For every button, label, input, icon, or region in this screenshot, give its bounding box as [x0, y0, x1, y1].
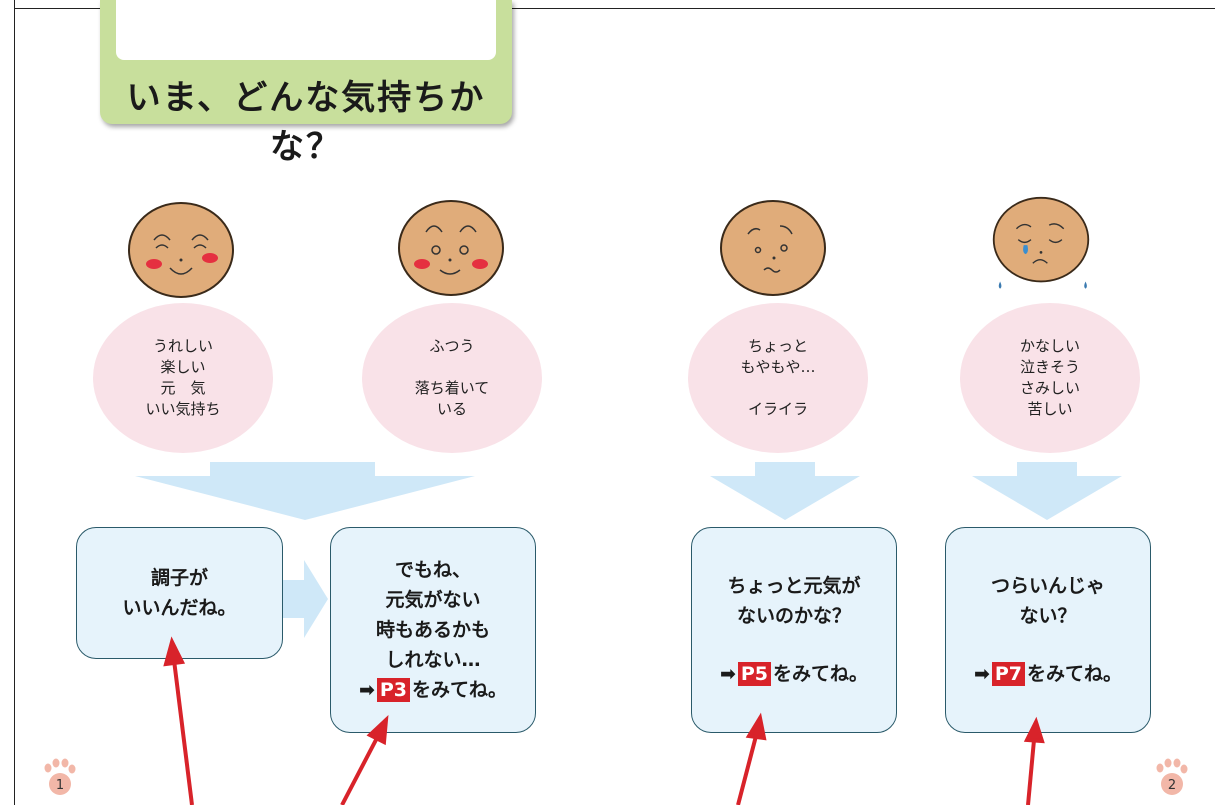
page-reference-text: をみてね。 — [412, 679, 508, 701]
down-arrow-wide — [135, 462, 475, 520]
box-text: つらいんじゃ ない？ — [990, 575, 1105, 627]
feeling-bubble-normal: ふつう 落ち着いて いる — [362, 303, 542, 453]
sad-face-icon — [992, 196, 1090, 289]
page-number: 2 — [1168, 778, 1176, 793]
box-text: 調子が いいんだね。 — [122, 567, 237, 619]
page-border-top — [14, 8, 1215, 9]
pointer-arrow — [172, 659, 194, 805]
message-box-good: 調子が いいんだね。 — [76, 527, 283, 659]
arrowhead-icon — [1023, 716, 1045, 744]
page-reference-text: をみてね。 — [773, 663, 869, 685]
down-arrow — [972, 462, 1122, 520]
right-arrow — [282, 560, 328, 638]
box-text: ちょっと元気が ないのかな？ — [727, 575, 861, 627]
bubble-text: かなしい 泣きそう さみしい 苦しい — [1019, 337, 1080, 418]
arrowhead-icon — [163, 636, 186, 667]
bubble-text: うれしい 楽しい 元 気 いい気持ち — [145, 337, 221, 418]
page-badge: P5 — [737, 662, 772, 686]
arrow-symbol: ➡ — [719, 663, 736, 685]
feeling-bubble-happy: うれしい 楽しい 元 気 いい気持ち — [93, 303, 273, 453]
page-border-left — [14, 0, 15, 805]
pointer-arrow — [1026, 739, 1036, 805]
happy-face-icon — [128, 202, 234, 298]
page-badge: P7 — [991, 662, 1026, 686]
page-title: いま、どんな気持ちかな？ — [126, 78, 486, 167]
down-arrow — [710, 462, 860, 520]
arrowhead-icon — [745, 712, 767, 741]
title-banner: いま、どんな気持ちかな？ — [100, 0, 512, 167]
arrowhead-icon — [366, 714, 389, 746]
feeling-bubble-sad: かなしい 泣きそう さみしい 苦しい — [960, 303, 1140, 453]
arrow-symbol: ➡ — [973, 663, 990, 685]
bubble-text: ちょっと もやもや… イライラ — [740, 337, 816, 418]
feeling-bubble-uneasy: ちょっと もやもや… イライラ — [688, 303, 868, 453]
banner-blank-area — [116, 0, 496, 60]
paw-icon: 2 — [1156, 758, 1188, 795]
bubble-text: ふつう 落ち着いて いる — [414, 337, 490, 418]
page-reference-text: をみてね。 — [1027, 663, 1123, 685]
pointer-arrow — [736, 735, 758, 805]
box-text: でもね、 元気がない 時もあるかも しれない… — [375, 559, 490, 671]
worried-face-icon — [720, 200, 826, 296]
page-badge: P3 — [376, 678, 411, 702]
normal-face-icon — [398, 200, 504, 296]
arrow-symbol: ➡ — [358, 679, 375, 701]
paw-icon: 1 — [44, 758, 76, 795]
pointer-arrow — [340, 735, 380, 805]
page-number: 1 — [56, 778, 64, 793]
